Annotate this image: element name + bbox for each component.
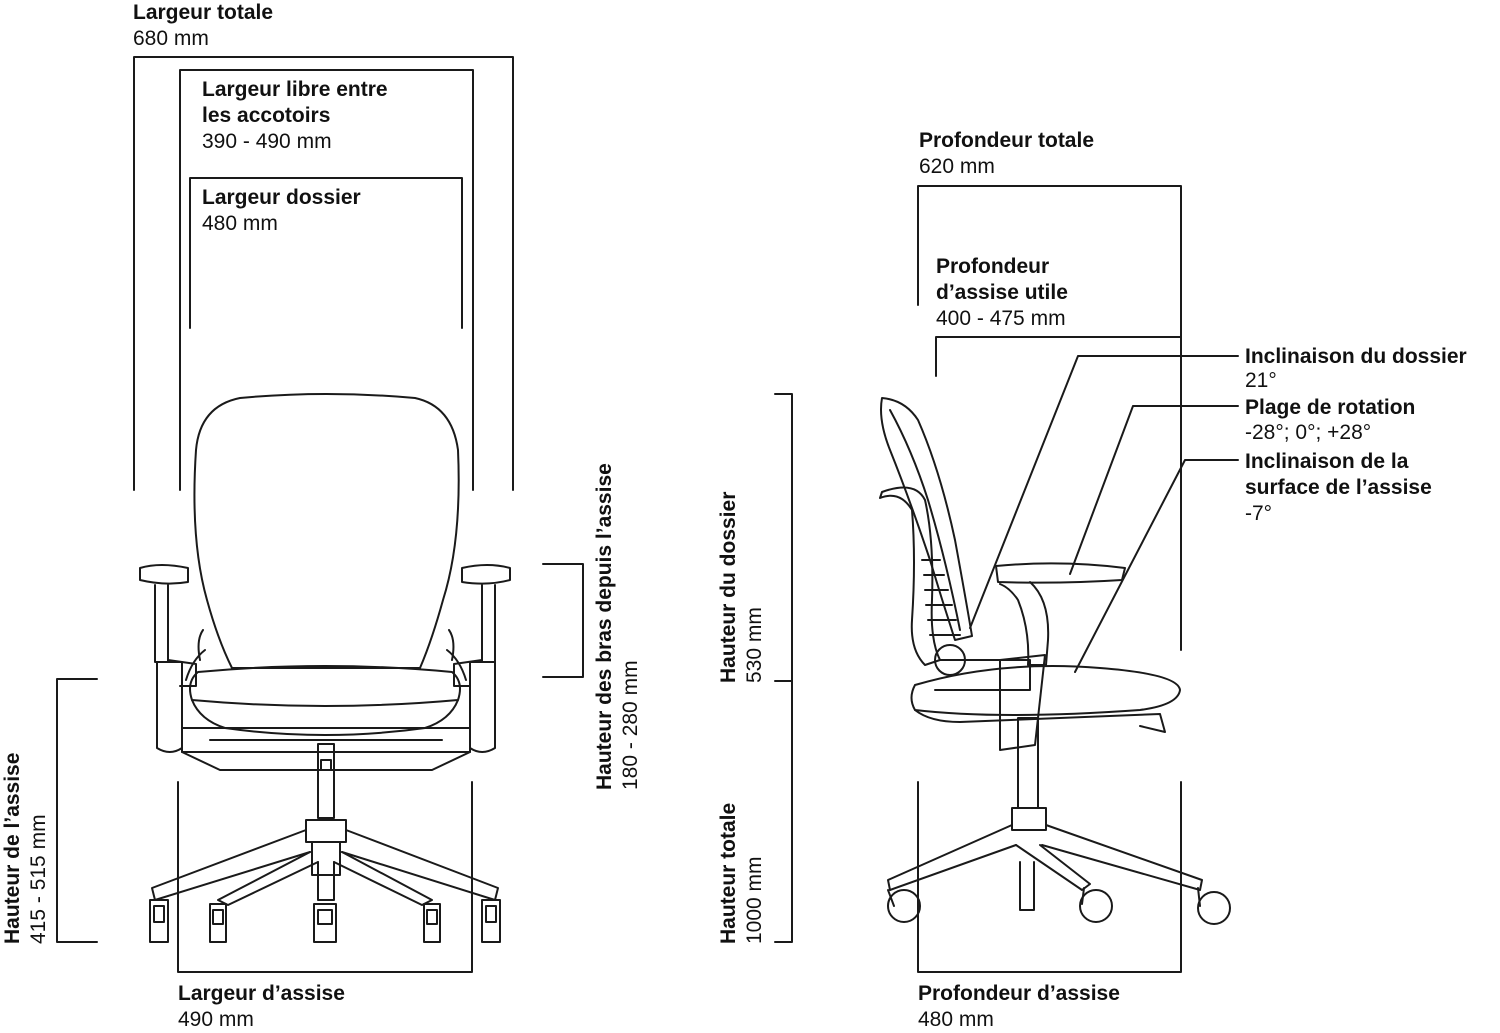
front-casters	[149, 899, 501, 943]
seat-depth-label: Profondeur d’assise 480 mm	[918, 981, 1120, 1033]
overall-depth-bracket	[917, 185, 1182, 651]
back-width-bracket	[189, 177, 463, 329]
arm-clearance-title-line1: Largeur libre entre	[202, 78, 388, 101]
arm-clearance-label: Largeur libre entre les accotoirs 390 - …	[202, 77, 388, 155]
side-chair-illustration	[879, 397, 1231, 925]
seat-width-value: 490 mm	[178, 1008, 254, 1031]
arm-height-value: 180 - 280 mm	[619, 660, 642, 790]
seat-depth-value: 480 mm	[918, 1008, 994, 1031]
arm-clearance-value: 390 - 490 mm	[202, 130, 332, 153]
back-width-title: Largeur dossier	[202, 186, 361, 209]
leader-lines	[969, 355, 1239, 673]
overall-width-title: Largeur totale	[133, 1, 274, 24]
seat-depth-bracket	[917, 781, 1182, 973]
side-backrest	[880, 397, 973, 641]
rotation-range-title: Plage de rotation	[1245, 396, 1416, 419]
seat-tilt-label: Inclinaison de la surface de l’assise -7…	[1245, 449, 1432, 527]
overall-height-label: Hauteur totale 1000 mm	[716, 803, 768, 944]
back-height-bracket	[774, 393, 793, 943]
seat-depth-title: Profondeur d’assise	[918, 982, 1120, 1005]
front-gas-cylinder	[317, 743, 335, 819]
arm-clearance-title-line2: les accotoirs	[202, 104, 331, 127]
arm-height-bracket	[542, 563, 584, 678]
seat-height-title: Hauteur de l’assise	[1, 752, 24, 944]
overall-height-value: 1000 mm	[743, 856, 766, 944]
front-right-armrest	[461, 564, 511, 585]
back-recline-title: Inclinaison du dossier	[1245, 345, 1467, 368]
seat-tilt-value: -7°	[1245, 502, 1273, 525]
front-left-armrest	[139, 564, 189, 585]
back-height-label: Hauteur du dossier 530 mm	[716, 492, 768, 683]
seat-width-title: Largeur d’assise	[178, 982, 345, 1005]
overall-width-label: Largeur totale 680 mm	[133, 0, 273, 52]
back-width-label: Largeur dossier 480 mm	[202, 185, 361, 237]
usable-depth-title-line2: d’assise utile	[936, 281, 1068, 304]
usable-depth-label: Profondeur d’assise utile 400 - 475 mm	[936, 254, 1068, 332]
seat-width-bracket	[177, 781, 473, 973]
front-base-spokes	[151, 829, 499, 901]
front-chair-illustration	[139, 393, 511, 943]
back-height-title: Hauteur du dossier	[717, 491, 740, 683]
seat-width-label: Largeur d’assise 490 mm	[178, 981, 345, 1033]
arm-height-label: Hauteur des bras depuis l’assise 180 - 2…	[592, 463, 644, 790]
usable-depth-bracket	[935, 336, 1182, 377]
back-recline-label: Inclinaison du dossier 21°	[1245, 345, 1467, 393]
side-arm-post	[999, 654, 1046, 751]
overall-depth-label: Profondeur totale 620 mm	[919, 128, 1094, 180]
arm-clearance-bracket	[179, 69, 474, 491]
side-base-spokes	[887, 824, 1203, 891]
back-height-value: 530 mm	[743, 607, 766, 683]
overall-depth-value: 620 mm	[919, 155, 995, 178]
arm-height-title: Hauteur des bras depuis l’assise	[593, 463, 616, 790]
overall-height-title: Hauteur totale	[717, 802, 740, 944]
side-casters	[887, 887, 1231, 925]
usable-depth-value: 400 - 475 mm	[936, 307, 1066, 330]
rotation-range-label: Plage de rotation -28°; 0°; +28°	[1245, 395, 1415, 445]
rotation-range-value: -28°; 0°; +28°	[1245, 421, 1372, 444]
overall-width-value: 680 mm	[133, 27, 209, 50]
back-width-value: 480 mm	[202, 212, 278, 235]
usable-depth-title-line1: Profondeur	[936, 255, 1050, 278]
overall-depth-title: Profondeur totale	[919, 129, 1095, 152]
seat-height-bracket	[56, 678, 98, 943]
front-seat	[189, 665, 461, 707]
overall-width-bracket	[133, 56, 514, 491]
side-gas-cylinder	[1017, 717, 1039, 809]
front-backrest	[193, 393, 460, 669]
side-armrest	[995, 562, 1126, 584]
seat-height-value: 415 - 515 mm	[27, 814, 50, 944]
seat-tilt-title-line1: Inclinaison de la	[1245, 450, 1409, 473]
seat-tilt-title-line2: surface de l’assise	[1245, 476, 1432, 499]
seat-height-label: Hauteur de l’assise 415 - 515 mm	[0, 753, 52, 944]
back-recline-value: 21°	[1245, 369, 1277, 392]
